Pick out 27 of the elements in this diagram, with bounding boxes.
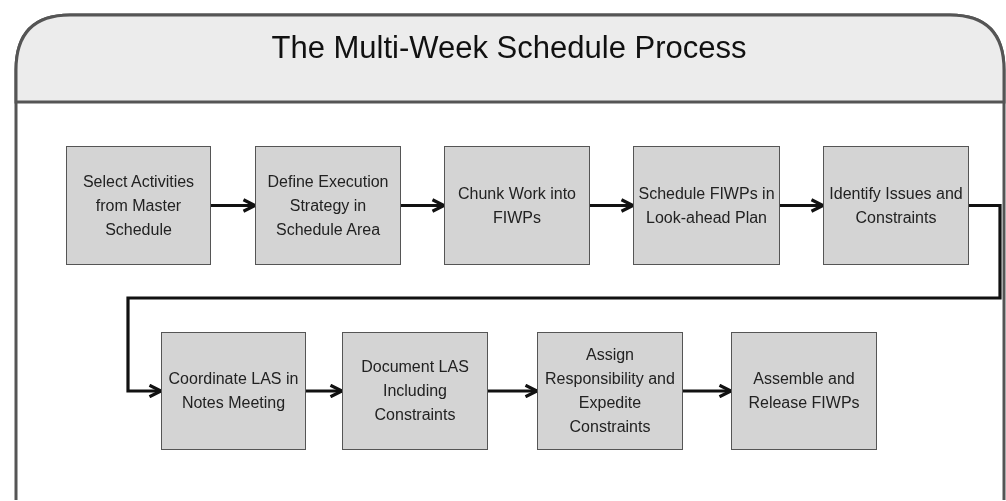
process-box (342, 332, 488, 450)
step-text: Assign Responsibility and Expedite Constraints (544, 345, 676, 437)
diagram-title: The Multi-Week Schedule Process (270, 30, 748, 66)
step-text: Assemble and Release FIWPs (747, 369, 861, 413)
arrow (401, 198, 446, 213)
arrow (488, 383, 539, 399)
process-box (161, 332, 306, 450)
arrow (306, 383, 344, 399)
step-text: Chunk Work into FIWPs (457, 183, 577, 228)
step-text: Define Execution Strategy in Schedule Area (266, 171, 390, 240)
step-text: Schedule FIWPs in Look-ahead Plan (638, 183, 775, 228)
arrow (683, 383, 733, 399)
process-box (823, 146, 969, 265)
process-box (633, 146, 780, 265)
arrow (211, 198, 257, 213)
process-box (731, 332, 877, 450)
process-box (444, 146, 590, 265)
process-box (66, 146, 211, 265)
process-box (537, 332, 683, 450)
process-box (255, 146, 401, 265)
arrow (780, 198, 825, 213)
arrow (126, 203, 1002, 399)
step-text: Select Activities from Master Schedule (81, 171, 196, 240)
arrow (590, 198, 635, 213)
step-text: Coordinate LAS in Notes Meeting (167, 369, 300, 413)
step-text: Document LAS Including Constraints (360, 357, 470, 425)
step-text: Identify Issues and Constraints (828, 183, 964, 228)
